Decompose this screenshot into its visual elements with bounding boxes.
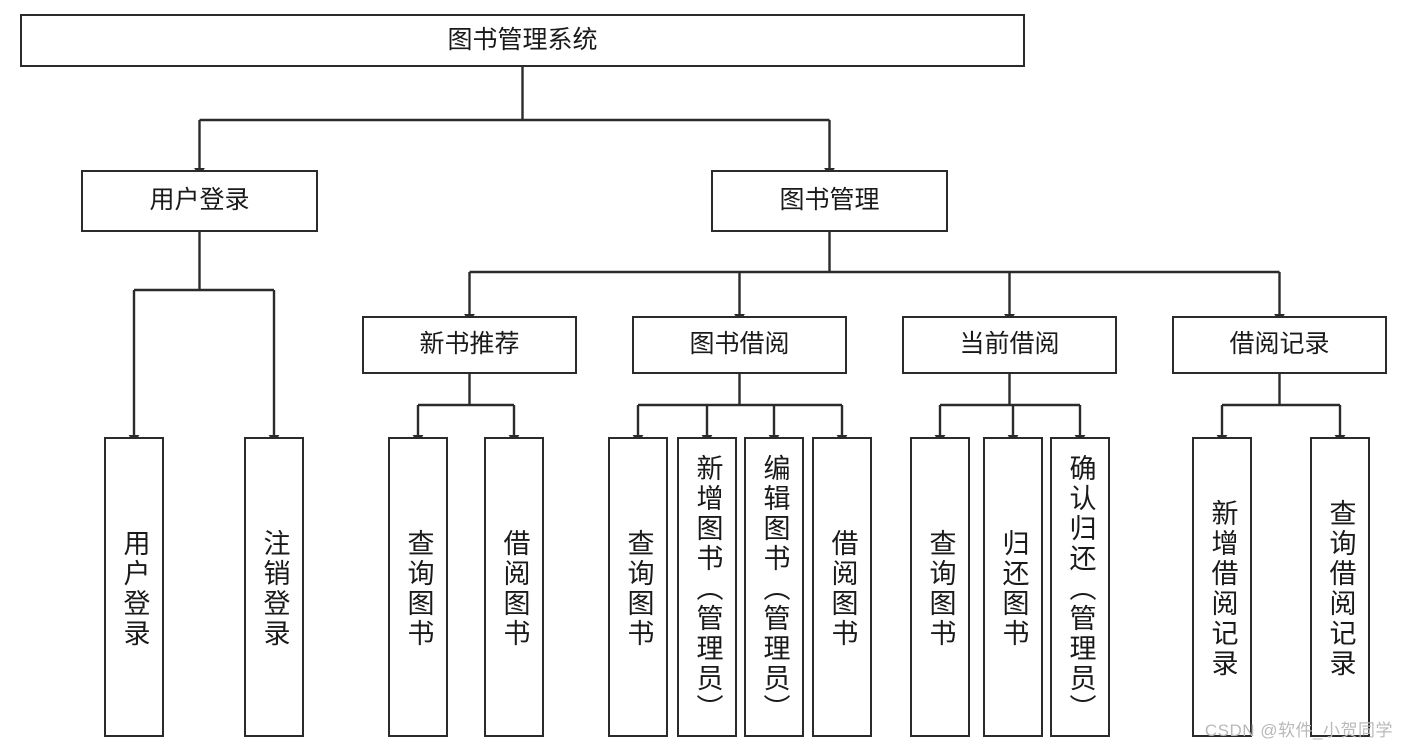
level3-node-0[interactable]: 新书推荐	[362, 316, 577, 374]
leaf-node-9-label: 归还图书	[998, 529, 1029, 649]
leaf-node-4-label: 查询图书	[623, 529, 654, 649]
level3-node-3-label: 借阅记录	[1229, 330, 1330, 359]
level3-node-2[interactable]: 当前借阅	[902, 316, 1117, 374]
level2-node-0[interactable]: 用户登录	[81, 170, 318, 232]
leaf-node-6-label: 编辑图书（管理员）	[759, 454, 790, 724]
leaf-node-9[interactable]: 归还图书	[983, 437, 1043, 737]
leaf-node-1-label: 注销登录	[259, 529, 290, 649]
leaf-node-11[interactable]: 新增借阅记录	[1192, 437, 1252, 737]
leaf-node-7[interactable]: 借阅图书	[812, 437, 872, 737]
level3-node-1-label: 图书借阅	[689, 330, 790, 359]
root-node-label: 图书管理系统	[447, 25, 598, 54]
level3-node-0-label: 新书推荐	[419, 330, 520, 359]
leaf-node-1[interactable]: 注销登录	[244, 437, 304, 737]
leaf-node-10-label: 确认归还（管理员）	[1065, 454, 1096, 724]
leaf-node-11-label: 新增借阅记录	[1207, 499, 1238, 679]
leaf-node-5[interactable]: 新增图书（管理员）	[677, 437, 737, 737]
leaf-node-0[interactable]: 用户登录	[104, 437, 164, 737]
leaf-node-8-label: 查询图书	[925, 529, 956, 649]
leaf-node-2-label: 查询图书	[403, 529, 434, 649]
level3-node-2-label: 当前借阅	[959, 330, 1060, 359]
level2-node-1-label: 图书管理	[779, 186, 880, 215]
watermark: CSDN @软件_小贺同学	[1204, 721, 1393, 740]
level3-node-3[interactable]: 借阅记录	[1172, 316, 1387, 374]
root-node[interactable]: 图书管理系统	[20, 14, 1025, 67]
leaf-node-8[interactable]: 查询图书	[910, 437, 970, 737]
leaf-node-3-label: 借阅图书	[499, 529, 530, 649]
leaf-node-0-label: 用户登录	[119, 529, 150, 649]
leaf-node-2[interactable]: 查询图书	[388, 437, 448, 737]
leaf-node-7-label: 借阅图书	[827, 529, 858, 649]
leaf-node-6[interactable]: 编辑图书（管理员）	[744, 437, 804, 737]
leaf-node-10[interactable]: 确认归还（管理员）	[1050, 437, 1110, 737]
level3-node-1[interactable]: 图书借阅	[632, 316, 847, 374]
leaf-node-5-label: 新增图书（管理员）	[692, 454, 723, 724]
level2-node-1[interactable]: 图书管理	[711, 170, 948, 232]
leaf-node-12[interactable]: 查询借阅记录	[1310, 437, 1370, 737]
leaf-node-12-label: 查询借阅记录	[1325, 499, 1356, 679]
level2-node-0-label: 用户登录	[149, 186, 250, 215]
leaf-node-3[interactable]: 借阅图书	[484, 437, 544, 737]
leaf-node-4[interactable]: 查询图书	[608, 437, 668, 737]
